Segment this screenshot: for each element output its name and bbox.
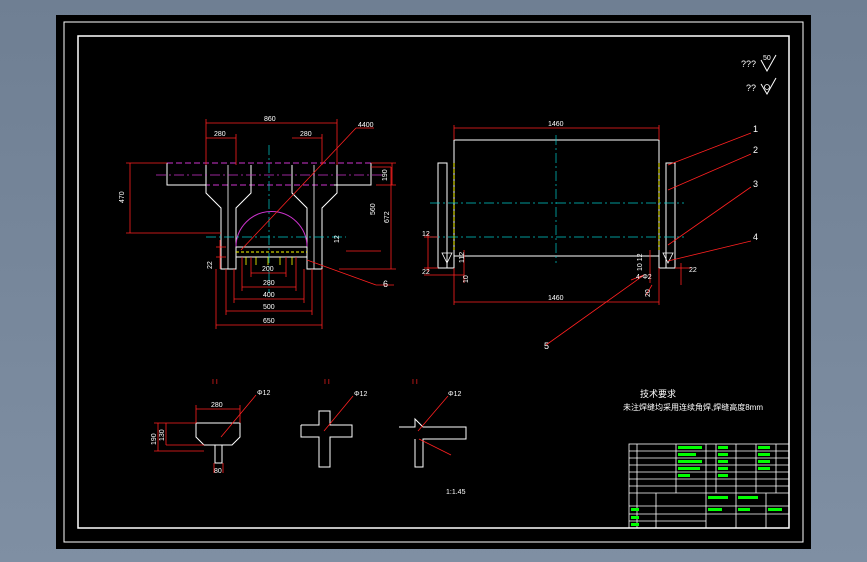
section-3-shape	[399, 417, 467, 468]
left-base-foot	[437, 250, 455, 269]
dim-650: 650	[263, 318, 275, 325]
dim-200: 200	[262, 266, 274, 273]
section-2-shape	[300, 410, 353, 468]
top-flange-right	[334, 163, 372, 186]
right-post	[291, 165, 338, 270]
section-2-mark: I I	[324, 379, 330, 386]
section-2: I I Φ12	[300, 379, 367, 468]
left-foot-triangle	[441, 252, 453, 264]
outer-border	[63, 21, 804, 543]
dim-860: 860	[264, 116, 276, 123]
section-1-shape	[195, 422, 241, 446]
callout-6: 6	[383, 279, 388, 289]
callout-3: 3	[753, 179, 758, 189]
dim-side-22: 22	[422, 269, 430, 276]
section-1: I I 280 190 130 80 Φ12	[151, 379, 270, 475]
dim-400: 400	[263, 292, 275, 299]
roughness-2-check-icon	[760, 77, 777, 95]
section-3-mark: I I	[412, 379, 418, 386]
dim-280-left: 280	[214, 131, 226, 138]
dim-side-4phi2: 4-Φ2	[636, 274, 652, 281]
top-flange-left	[166, 163, 206, 186]
left-end-post	[437, 162, 448, 269]
callout-5: 5	[544, 341, 549, 351]
title-block	[628, 443, 790, 529]
dim-side-112: 112	[459, 252, 466, 263]
dim-4400: 4400	[358, 122, 374, 129]
dim-280-bottom: 280	[263, 280, 275, 287]
roughness-1-value: 50	[763, 55, 771, 62]
callout-2: 2	[753, 145, 758, 155]
section-1-width: 280	[211, 402, 223, 409]
roughness-2-circle-icon	[764, 84, 770, 90]
scale-note: 1:1.45	[446, 489, 466, 496]
roughness-1-check-icon	[760, 54, 777, 73]
right-foot-triangle	[662, 252, 674, 264]
side-view: 1460 1460 12 22 112 10 10 12 22 4-Φ2 20	[422, 121, 752, 346]
dim-12: 12	[334, 235, 341, 243]
callout-1: 1	[753, 124, 758, 134]
section-1-mark: I I	[212, 379, 218, 386]
inner-border	[77, 35, 790, 529]
right-end-post	[665, 162, 676, 269]
cad-canvas: ??? 50 ??	[56, 15, 811, 549]
section-2-callout: Φ12	[354, 391, 367, 398]
dim-470: 470	[119, 191, 126, 203]
dim-280-right: 280	[300, 131, 312, 138]
roughness-2-label: ??	[746, 83, 756, 93]
side-frame	[453, 139, 660, 257]
roller-arc	[235, 211, 308, 248]
dim-side-10: 10	[463, 275, 470, 283]
section-3-leader	[417, 395, 449, 432]
section-1-inner: 130	[159, 429, 166, 441]
section-3-callout: Φ12	[448, 391, 461, 398]
dim-1460-bottom: 1460	[548, 295, 564, 302]
dim-side-22-right: 22	[689, 267, 697, 274]
callout-4: 4	[753, 232, 758, 242]
dim-1460-top: 1460	[548, 121, 564, 128]
dim-side-20: 20	[645, 289, 652, 297]
dim-side-10-12: 10 12	[637, 253, 644, 271]
section-1-height: 190	[151, 433, 158, 445]
section-1-callout: Φ12	[257, 390, 270, 397]
roughness-symbols: ??? 50 ??	[741, 54, 777, 95]
tech-note: 未注焊缝均采用连续角焊,焊缝高度8mm	[623, 402, 763, 412]
section-3-dash	[418, 438, 452, 456]
tech-title: 技术要求	[640, 388, 676, 399]
section-1-bottom: 80	[214, 468, 222, 475]
dim-500: 500	[263, 304, 275, 311]
drawing-sheet: ??? 50 ??	[63, 21, 804, 543]
dim-side-12: 12	[422, 231, 430, 238]
dim-190: 190	[382, 169, 389, 181]
roughness-1-label: ???	[741, 59, 756, 69]
dim-22: 22	[207, 261, 214, 269]
title-block-text	[631, 446, 782, 526]
section-3: I I Φ12	[399, 379, 467, 468]
left-post	[205, 165, 252, 270]
dim-672: 672	[384, 211, 391, 223]
front-view: 860 280 280 4400 470 190 560 672 12 22 2…	[119, 116, 396, 329]
dim-560: 560	[370, 203, 377, 215]
section-1-stem	[214, 444, 223, 464]
section-2-leader	[323, 395, 354, 432]
